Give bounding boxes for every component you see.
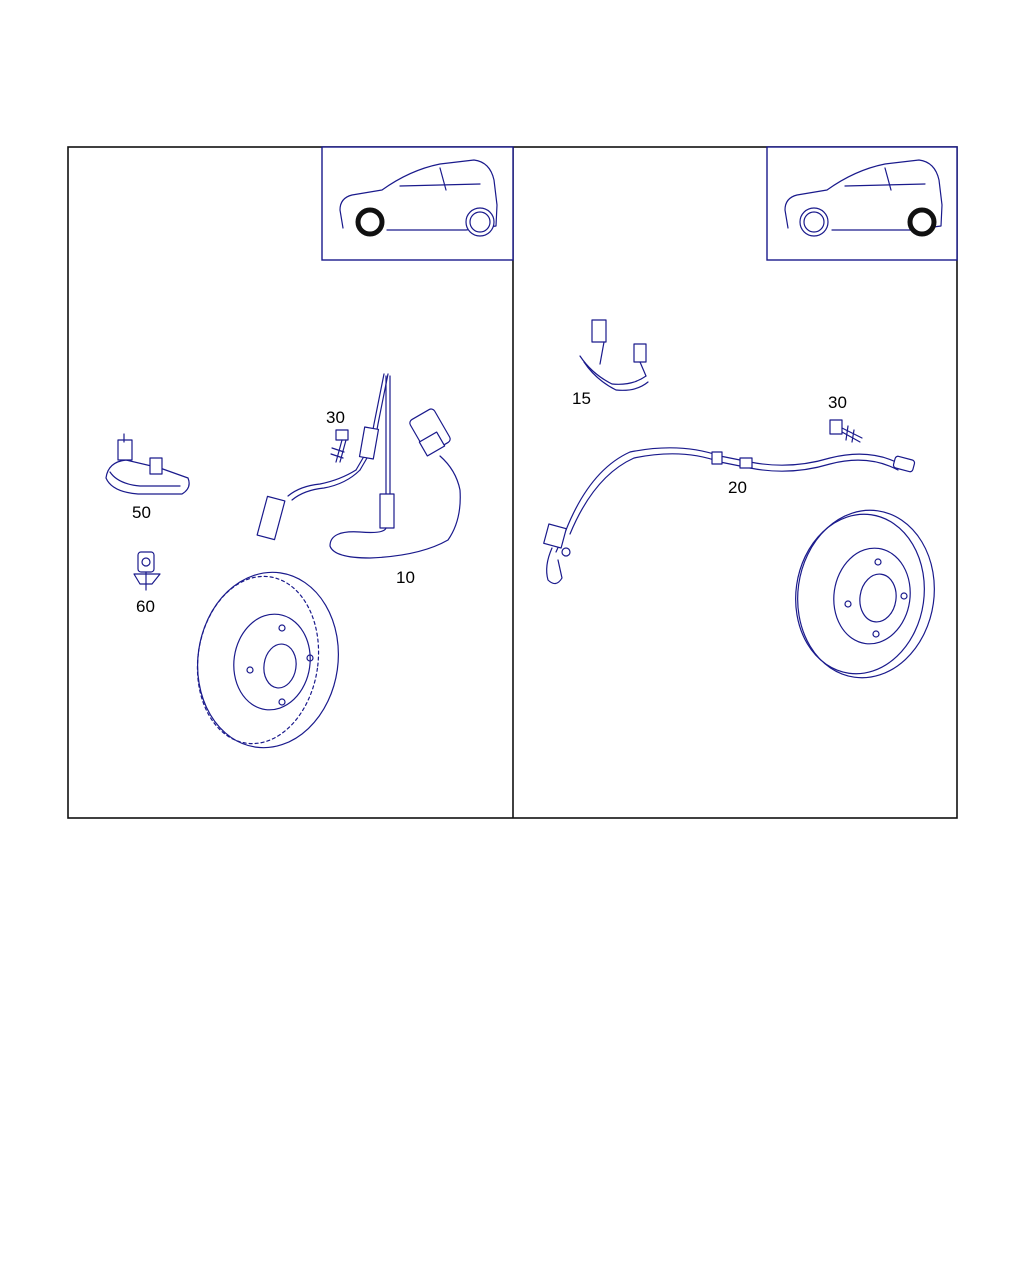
front-bolt-part bbox=[330, 429, 349, 463]
front-panel: 10 30 50 60 bbox=[105, 146, 514, 749]
rear-panel: 15 30 20 bbox=[543, 146, 958, 679]
label-rear-harness: 15 bbox=[572, 389, 591, 408]
label-rear-bolt: 30 bbox=[828, 393, 847, 412]
front-sensor-harness bbox=[256, 373, 461, 559]
rear-harness-part bbox=[579, 319, 649, 391]
front-brake-disc bbox=[196, 571, 339, 749]
label-clip: 60 bbox=[136, 597, 155, 616]
label-sensor-harness: 10 bbox=[396, 568, 415, 587]
car-silhouette-icon bbox=[784, 159, 943, 237]
label-bracket: 50 bbox=[132, 503, 151, 522]
rear-sensor-cable bbox=[543, 447, 916, 585]
car-silhouette-icon bbox=[339, 159, 498, 237]
clip-part bbox=[133, 551, 161, 591]
rear-locator-inset bbox=[766, 146, 958, 261]
front-locator-inset bbox=[321, 146, 514, 261]
label-front-bolt: 30 bbox=[326, 408, 345, 427]
rear-brake-disc bbox=[795, 509, 935, 679]
rear-bolt-part bbox=[829, 419, 863, 443]
bracket-part bbox=[105, 433, 190, 495]
label-sensor-cable: 20 bbox=[728, 478, 747, 497]
